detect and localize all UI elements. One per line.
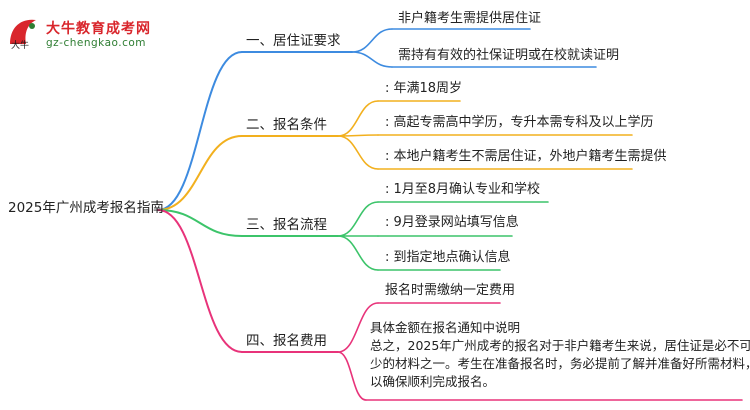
connector-root-conditions — [157, 135, 243, 211]
connector-fees-leaf-2 — [337, 351, 367, 401]
connector-conditions-leaf-3 — [337, 135, 379, 170]
leaf-education-requirement[interactable]: : 高起专需高中学历，专升本需专科及以上学历 — [385, 115, 654, 130]
connector-residence-leaf-2 — [351, 51, 393, 68]
connector-process-leaf-3 — [337, 235, 379, 271]
leaf-fee-details-summary[interactable]: 具体金额在报名通知中说明 总之，2025年广州成考的报名对于非户籍考生来说，居住… — [370, 320, 750, 389]
connector-process-leaf-1 — [337, 201, 379, 237]
logo-emblem-icon: 大牛 — [10, 19, 36, 51]
branch-node-residence[interactable]: 一、居住证要求 — [246, 33, 341, 49]
connector-residence-leaf-1 — [351, 28, 393, 53]
root-node[interactable]: 2025年广州成考报名指南 — [8, 200, 164, 216]
site-logo[interactable]: 大牛 大牛教育成考网 gz-chengkao.com — [6, 14, 186, 54]
connector-root-fees — [157, 209, 243, 353]
logo-glyph: 大牛 — [11, 39, 29, 51]
logo-title: 大牛教育成考网 — [46, 21, 151, 37]
connector-fees-leaf-1 — [337, 302, 379, 353]
branch-node-conditions[interactable]: 二、报名条件 — [246, 117, 327, 133]
branch-node-fees[interactable]: 四、报名费用 — [246, 333, 327, 349]
leaf-age-18[interactable]: : 年满18周岁 — [385, 81, 463, 96]
leaf-onsite-confirmation[interactable]: : 到指定地点确认信息 — [385, 250, 511, 265]
leaf-local-household[interactable]: : 本地户籍考生不需居住证，外地户籍考生需提供 — [385, 149, 667, 164]
leaf-online-registration[interactable]: : 9月登录网站填写信息 — [385, 215, 519, 230]
leaf-confirm-major[interactable]: : 1月至8月确认专业和学校 — [385, 182, 541, 197]
branch-node-process[interactable]: 三、报名流程 — [246, 217, 327, 233]
connector-root-process — [157, 209, 243, 237]
connector-conditions-leaf-1 — [337, 100, 379, 137]
leaf-social-security-proof[interactable]: 需持有有效的社保证明或在校就读证明 — [398, 48, 620, 63]
leaf-fee-required[interactable]: 报名时需缴纳一定费用 — [385, 283, 516, 298]
connector-root-residence — [157, 51, 243, 211]
leaf-residence-permit[interactable]: 非户籍考生需提供居住证 — [398, 11, 542, 26]
logo-url: gz-chengkao.com — [46, 37, 147, 49]
